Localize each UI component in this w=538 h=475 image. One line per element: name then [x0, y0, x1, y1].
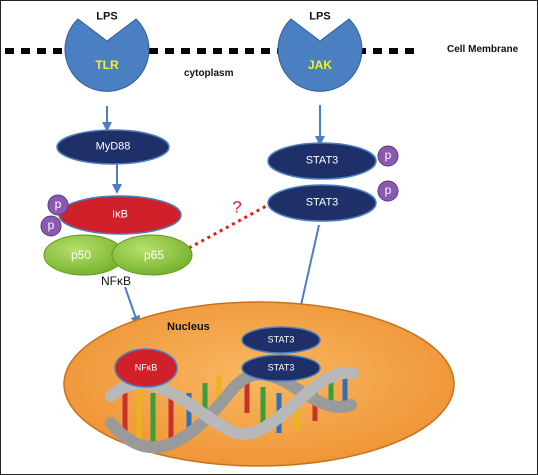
- nucleus: [63, 301, 455, 467]
- ikb-phospho-top-label: p: [54, 197, 62, 211]
- stat3-bottom-label: STAT3: [305, 196, 339, 209]
- stat3-top-phospho-label: p: [384, 148, 392, 162]
- stat3-bottom-phospho-label: p: [384, 183, 392, 197]
- jak-receptor: [277, 18, 363, 92]
- nucleus-nfkb-label: NFκB: [134, 362, 158, 373]
- nucleus-label: Nucleus: [167, 321, 210, 333]
- ikb-phospho-top: [47, 194, 69, 216]
- tlr-receptor: [64, 18, 150, 92]
- dna-strand-1: [105, 368, 357, 454]
- p50-label: p50: [70, 248, 92, 262]
- nfkb-label: NFκB: [101, 274, 131, 288]
- stat3-top-label: STAT3: [305, 154, 339, 167]
- nucleus-stat3-top-label: STAT3: [267, 334, 295, 345]
- cell-membrane-label: Cell Membrane: [447, 44, 519, 55]
- stat3-bottom-phospho: [377, 180, 399, 202]
- myd88-label: MyD88: [95, 140, 131, 153]
- tlr-label: TLR: [95, 58, 119, 72]
- p65-label: p65: [143, 248, 165, 262]
- stat3-top-phospho: [377, 145, 399, 167]
- stat3-top-node: [267, 142, 377, 180]
- lps-label-left: LPS: [96, 10, 118, 23]
- ikb-phospho-bottom: [40, 215, 62, 237]
- nucleus-stat3-top-node: [241, 326, 321, 354]
- arrow-nfkb-nucleus: [124, 286, 141, 326]
- cytoplasm-label: cytoplasm: [184, 68, 234, 79]
- ikb-phospho-bottom-label: p: [47, 218, 55, 232]
- nucleus-stat3-bottom-node: [241, 354, 321, 382]
- p65-node: [111, 234, 193, 276]
- myd88-node: [56, 129, 170, 165]
- dna-helix: [105, 366, 359, 454]
- nucleus-nfkb-node: [114, 348, 178, 388]
- nucleus-stat3-bottom-label: STAT3: [267, 362, 295, 373]
- ikb-label: IκB: [112, 208, 128, 221]
- jak-label: JAK: [307, 58, 333, 72]
- question-mark: ?: [232, 197, 242, 217]
- stat3-bottom-node: [267, 184, 377, 222]
- lps-label-right: LPS: [309, 10, 331, 23]
